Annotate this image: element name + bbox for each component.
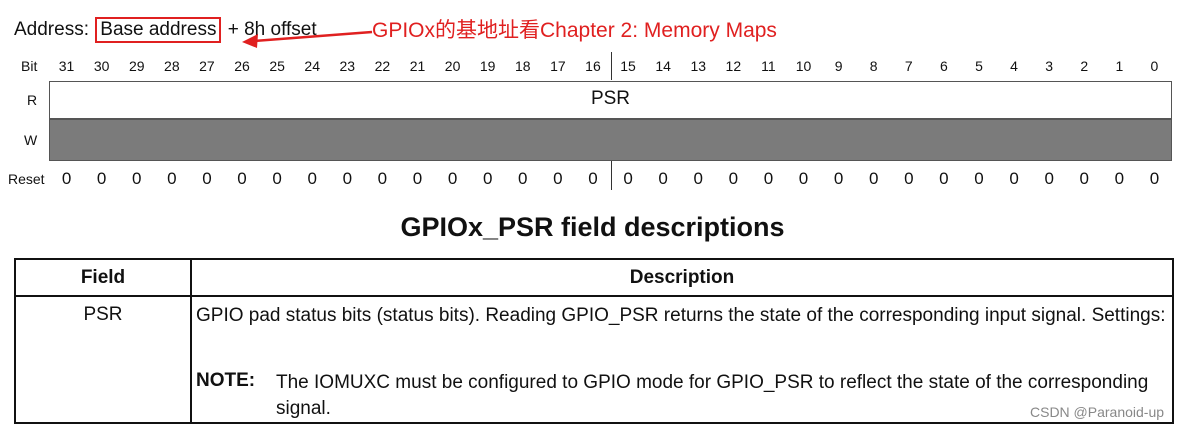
bit-number: 27	[199, 58, 215, 74]
half-divider-bottom	[611, 161, 612, 190]
reset-value: 0	[763, 169, 774, 188]
reset-value: 0	[61, 169, 72, 188]
bit-number: 5	[975, 58, 983, 74]
bit-number: 22	[374, 58, 391, 74]
read-row-label: R	[27, 92, 38, 108]
reset-value: 0	[728, 169, 739, 188]
bit-number: 10	[795, 58, 812, 74]
bit-number: 4	[1010, 58, 1018, 74]
reset-row-label: Reset	[8, 171, 45, 187]
bit-number: 0	[1150, 58, 1159, 74]
reset-value: 0	[553, 169, 563, 188]
bit-number: 16	[585, 58, 601, 74]
bit-number: 2	[1080, 58, 1089, 74]
reset-value: 0	[939, 169, 949, 188]
bit-number: 23	[339, 58, 356, 74]
reset-value: 0	[868, 169, 879, 188]
reset-value: 0	[518, 169, 528, 188]
bit-number: 29	[128, 58, 145, 74]
reset-value: 0	[482, 169, 493, 188]
field-description-table: Field Description PSR GPIO pad status bi…	[14, 258, 1174, 424]
psr-field-name: PSR	[590, 88, 631, 109]
bit-number: 14	[655, 58, 671, 74]
bit-number: 28	[164, 58, 180, 74]
address-prefix: Address:	[14, 19, 89, 40]
address-line: Address: Base address + 8h offset	[14, 17, 317, 43]
reset-value: 0	[1114, 169, 1125, 188]
annotation-arrow-icon	[242, 30, 373, 48]
reset-value: 0	[904, 169, 914, 188]
csdn-watermark: CSDN @Paranoid-up	[1030, 404, 1165, 420]
reset-value: 0	[132, 169, 142, 188]
address-offset: + 8h offset	[227, 19, 317, 40]
row-field-psr: PSR	[83, 304, 123, 325]
column-divider	[190, 260, 192, 422]
reset-value: 0	[447, 169, 458, 188]
reset-value: 0	[377, 169, 388, 188]
reset-value: 0	[1079, 169, 1089, 188]
bit-number: 8	[869, 58, 878, 74]
header-field: Field	[80, 267, 126, 288]
reset-value: 0	[693, 169, 703, 188]
bit-number: 13	[690, 58, 707, 74]
reset-value: 0	[1044, 169, 1054, 188]
reset-value: 0	[833, 169, 844, 188]
reset-value: 0	[974, 169, 984, 188]
row-description: GPIO pad status bits (status bits). Read…	[196, 305, 1166, 326]
bit-number: 31	[58, 58, 75, 74]
bit-number: 21	[409, 58, 426, 74]
reset-value: 0	[588, 169, 598, 188]
bit-number: 12	[725, 58, 742, 74]
note-text: The IOMUXC must be configured to GPIO mo…	[276, 372, 1149, 419]
reset-value: 0	[798, 169, 809, 188]
base-address-highlight: Base address	[95, 17, 222, 43]
reset-value: 0	[307, 169, 317, 188]
reset-value: 0	[342, 169, 353, 188]
note-label: NOTE:	[196, 370, 256, 391]
reset-value: 0	[96, 169, 107, 188]
reset-value: 0	[623, 169, 633, 188]
bit-number: 3	[1045, 58, 1054, 74]
reset-value: 0	[412, 169, 423, 188]
bit-number: 1	[1115, 58, 1124, 74]
bit-number: 24	[304, 58, 320, 74]
bit-number: 6	[939, 58, 948, 74]
bit-number: 17	[550, 58, 566, 74]
reset-value: 0	[272, 169, 282, 188]
write-row-field	[49, 119, 1172, 161]
memory-map-annotation: GPIOx的基地址看Chapter 2: Memory Maps	[372, 19, 777, 42]
bit-number: 19	[479, 58, 496, 74]
bit-number: 25	[269, 58, 285, 74]
bit-number: 30	[93, 58, 110, 74]
header-description: Description	[629, 267, 735, 288]
write-row-label: W	[24, 132, 38, 148]
bit-row-label: Bit	[21, 58, 38, 74]
bit-number: 26	[234, 58, 250, 74]
bit-number: 7	[904, 58, 913, 74]
read-row-field	[49, 81, 1172, 119]
table-title: GPIOx_PSR field descriptions	[400, 212, 785, 242]
bit-number: 20	[444, 58, 461, 74]
reset-value: 0	[1009, 169, 1019, 188]
bit-number: 11	[761, 58, 776, 74]
reset-value: 0	[167, 169, 177, 188]
bit-number: 9	[834, 58, 843, 74]
bit-number: 18	[514, 58, 531, 74]
table-header-row	[16, 260, 1172, 297]
reset-value: 0	[237, 169, 247, 188]
reset-value: 0	[1149, 169, 1160, 188]
reset-value: 0	[658, 169, 668, 188]
half-divider-top	[611, 52, 612, 80]
reset-value: 0	[202, 169, 212, 188]
bit-number: 15	[620, 58, 636, 74]
